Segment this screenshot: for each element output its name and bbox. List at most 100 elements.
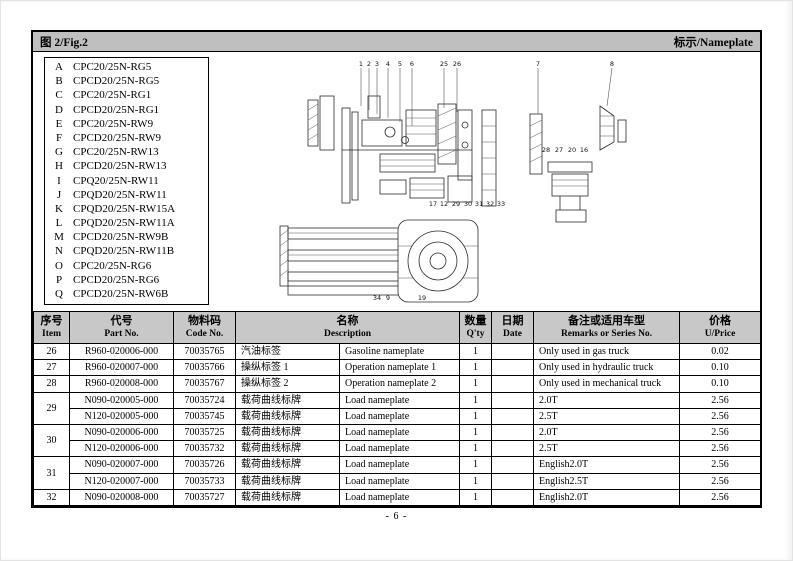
model-code: CPCD20/25N-RG6 xyxy=(73,273,160,286)
name-cn-cell: 载荷曲线标牌 xyxy=(235,472,340,490)
col-price: 价格 U/Price xyxy=(679,311,761,344)
col-date: 日期 Date xyxy=(491,311,534,344)
model-key: D xyxy=(55,103,63,116)
part-no-cell: R960-020007-000 xyxy=(69,359,174,377)
model-list-item: M CPCD20/25N-RW9B xyxy=(45,230,208,244)
price-cell: 0.10 xyxy=(679,375,761,393)
date-cell xyxy=(491,456,534,474)
diagram-callout-number: 9 xyxy=(386,294,390,302)
qty-cell: 1 xyxy=(459,472,492,490)
part-no-cell: N120-020006-000 xyxy=(69,440,174,458)
qty-cell: 1 xyxy=(459,342,492,361)
date-cell xyxy=(491,407,534,426)
date-cell xyxy=(491,342,534,361)
col-code-no: 物料码 Code No. xyxy=(173,311,236,344)
name-cn-cell: 载荷曲线标牌 xyxy=(235,407,340,426)
code-no-cell: 70035725 xyxy=(173,424,236,442)
qty-cell: 1 xyxy=(459,456,492,474)
model-code: CPCD20/25N-RW6B xyxy=(73,288,169,300)
part-no-cell: N120-020005-000 xyxy=(69,407,174,426)
page-number: - 6 - xyxy=(385,511,408,522)
part-no-cell: N090-020008-000 xyxy=(69,488,174,507)
diagram-callout-number: 33 xyxy=(497,200,505,208)
model-code: CPC20/25N-RG6 xyxy=(73,259,152,272)
figure-label: 图 2/Fig.2 xyxy=(40,36,88,49)
model-code: CPCD20/25N-RG5 xyxy=(73,75,160,88)
price-cell: 2.56 xyxy=(679,488,761,507)
col-item: 序号 Item xyxy=(33,311,70,344)
qty-cell: 1 xyxy=(459,359,492,377)
name-en-cell: Load nameplate xyxy=(339,472,460,490)
model-code: CPCD20/25N-RW13 xyxy=(73,160,167,173)
model-list-item: Q CPCD20/25N-RW6B xyxy=(45,287,208,301)
section-label: 标示/Nameplate xyxy=(673,36,753,49)
diagram-callout-number: 16 xyxy=(580,146,588,154)
col-qty: 数量 Q'ty xyxy=(459,311,492,344)
remarks-cell: English2.0T xyxy=(533,456,680,474)
model-key: M xyxy=(54,231,64,244)
model-key: J xyxy=(56,188,62,201)
part-no-cell: N090-020006-000 xyxy=(69,424,174,442)
model-key: Q xyxy=(55,288,63,300)
diagram-callout-number: 3 xyxy=(375,60,379,68)
remarks-cell: English2.0T xyxy=(533,488,680,507)
name-cn-cell: 载荷曲线标牌 xyxy=(235,456,340,474)
code-no-cell: 70035765 xyxy=(173,342,236,361)
model-code: CPCD20/25N-RW9B xyxy=(73,231,169,244)
model-list-item: J CPQD20/25N-RW11 xyxy=(45,188,208,202)
item-no-cell: 29 xyxy=(33,391,70,426)
model-key: F xyxy=(55,131,63,144)
name-en-cell: Load nameplate xyxy=(339,391,460,409)
parts-table: 序号 Item 代号 Part No. 物料码 Code No. 名称 xyxy=(33,311,761,507)
diagram-callout-number: 17 xyxy=(429,200,437,208)
model-code: CPC20/25N-RG5 xyxy=(73,61,152,73)
figure-header-bar: 图 2/Fig.2 标示/Nameplate xyxy=(33,32,760,52)
code-no-cell: 70035745 xyxy=(173,407,236,426)
diagram-callout-number: 12 xyxy=(440,200,448,208)
date-cell xyxy=(491,488,534,507)
col-description: 名称 Description xyxy=(235,311,460,344)
diagram-callout-number: 8 xyxy=(610,60,614,68)
price-cell: 2.56 xyxy=(679,391,761,409)
date-cell xyxy=(491,375,534,393)
model-key: E xyxy=(55,117,63,130)
item-no-cell: 32 xyxy=(33,488,70,507)
model-key: H xyxy=(55,160,63,173)
diagram-callout-number: 26 xyxy=(453,60,461,68)
name-cn-cell: 载荷曲线标牌 xyxy=(235,424,340,442)
diagram-callout-number: 2 xyxy=(367,60,371,68)
name-cn-cell: 汽油标签 xyxy=(235,342,340,361)
remarks-cell: 2.0T xyxy=(533,391,680,409)
part-no-cell: N120-020007-000 xyxy=(69,472,174,490)
model-code: CPQD20/25N-RW15A xyxy=(73,202,176,215)
price-cell: 2.56 xyxy=(679,424,761,442)
date-cell xyxy=(491,424,534,442)
diagram-callout-number: 1 xyxy=(359,60,363,68)
price-cell: 2.56 xyxy=(679,407,761,426)
part-no-cell: N090-020005-000 xyxy=(69,391,174,409)
price-cell: 2.56 xyxy=(679,456,761,474)
model-code: CPQD20/25N-RW11 xyxy=(73,188,167,201)
qty-cell: 1 xyxy=(459,375,492,393)
code-no-cell: 70035732 xyxy=(173,440,236,458)
name-cn-cell: 载荷曲线标牌 xyxy=(235,391,340,409)
date-cell xyxy=(491,359,534,377)
date-cell xyxy=(491,440,534,458)
part-no-cell: R960-020008-000 xyxy=(69,375,174,393)
name-en-cell: Load nameplate xyxy=(339,440,460,458)
diagram-callout-number: 5 xyxy=(398,60,402,68)
name-cn-cell: 载荷曲线标牌 xyxy=(235,488,340,507)
remarks-cell: 2.5T xyxy=(533,407,680,426)
qty-cell: 1 xyxy=(459,488,492,507)
diagram-callout-number: 28 xyxy=(542,146,550,154)
item-no-cell: 30 xyxy=(33,424,70,458)
